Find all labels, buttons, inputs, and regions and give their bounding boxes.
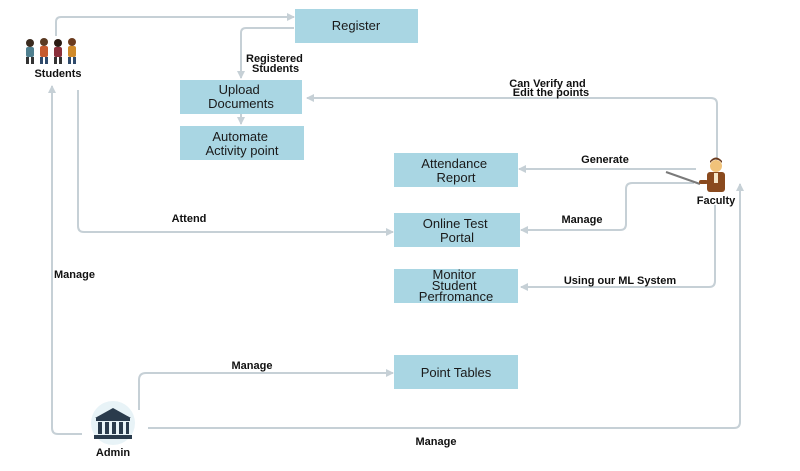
node-upload-documents-label: Upload Documents (208, 82, 274, 111)
node-monitor-student-performance: Monitor Student Perfromance (394, 267, 518, 304)
students-group-icon (26, 38, 76, 64)
edge-label-can-verify: Can Verify and Edit the points (509, 78, 589, 99)
edge-admin-pointtables (138, 369, 394, 410)
node-automate-activity-point: Automate Activity point (180, 126, 304, 160)
edge-label-registered-students: Registered Students (246, 53, 306, 75)
students-label: Students (34, 68, 81, 80)
edge-label-manage-students: Manage (54, 269, 95, 281)
edge-register-upload (237, 27, 294, 79)
bank-building-icon (91, 401, 135, 445)
edge-label-manage-faculty: Manage (416, 436, 457, 448)
node-point-tables-label: Point Tables (421, 365, 492, 380)
edge-admin-students (48, 85, 82, 435)
edge-faculty-monitor (520, 205, 716, 291)
edge-students-register (55, 13, 295, 36)
node-attendance-report-label: Attendance Report (421, 156, 490, 185)
edges (48, 13, 744, 435)
node-upload-documents: Upload Documents (180, 80, 302, 114)
edge-label-ml-system: Using our ML System (564, 275, 676, 287)
node-automate-activity-point-label: Automate Activity point (206, 129, 279, 158)
edge-label-generate: Generate (581, 154, 629, 166)
node-register-label: Register (332, 18, 381, 33)
node-monitor-student-performance-label: Monitor Student Perfromance (419, 267, 493, 304)
node-attendance-report: Attendance Report (394, 153, 518, 187)
node-online-test-portal: Online Test Portal (394, 213, 520, 247)
teacher-pointer-icon (665, 157, 725, 192)
node-online-test-portal-label: Online Test Portal (423, 216, 491, 245)
edge-faculty-portal (520, 182, 694, 234)
faculty-label: Faculty (697, 195, 736, 207)
edge-faculty-upload (306, 94, 718, 160)
edge-admin-faculty (148, 183, 744, 429)
edge-students-portal (77, 90, 394, 236)
edge-label-manage-point-tables: Manage (232, 360, 273, 372)
edge-label-manage-portal: Manage (562, 214, 603, 226)
node-register: Register (295, 9, 418, 43)
edge-label-attend: Attend (172, 213, 207, 225)
node-point-tables: Point Tables (394, 355, 518, 389)
admin-label: Admin (96, 447, 131, 459)
